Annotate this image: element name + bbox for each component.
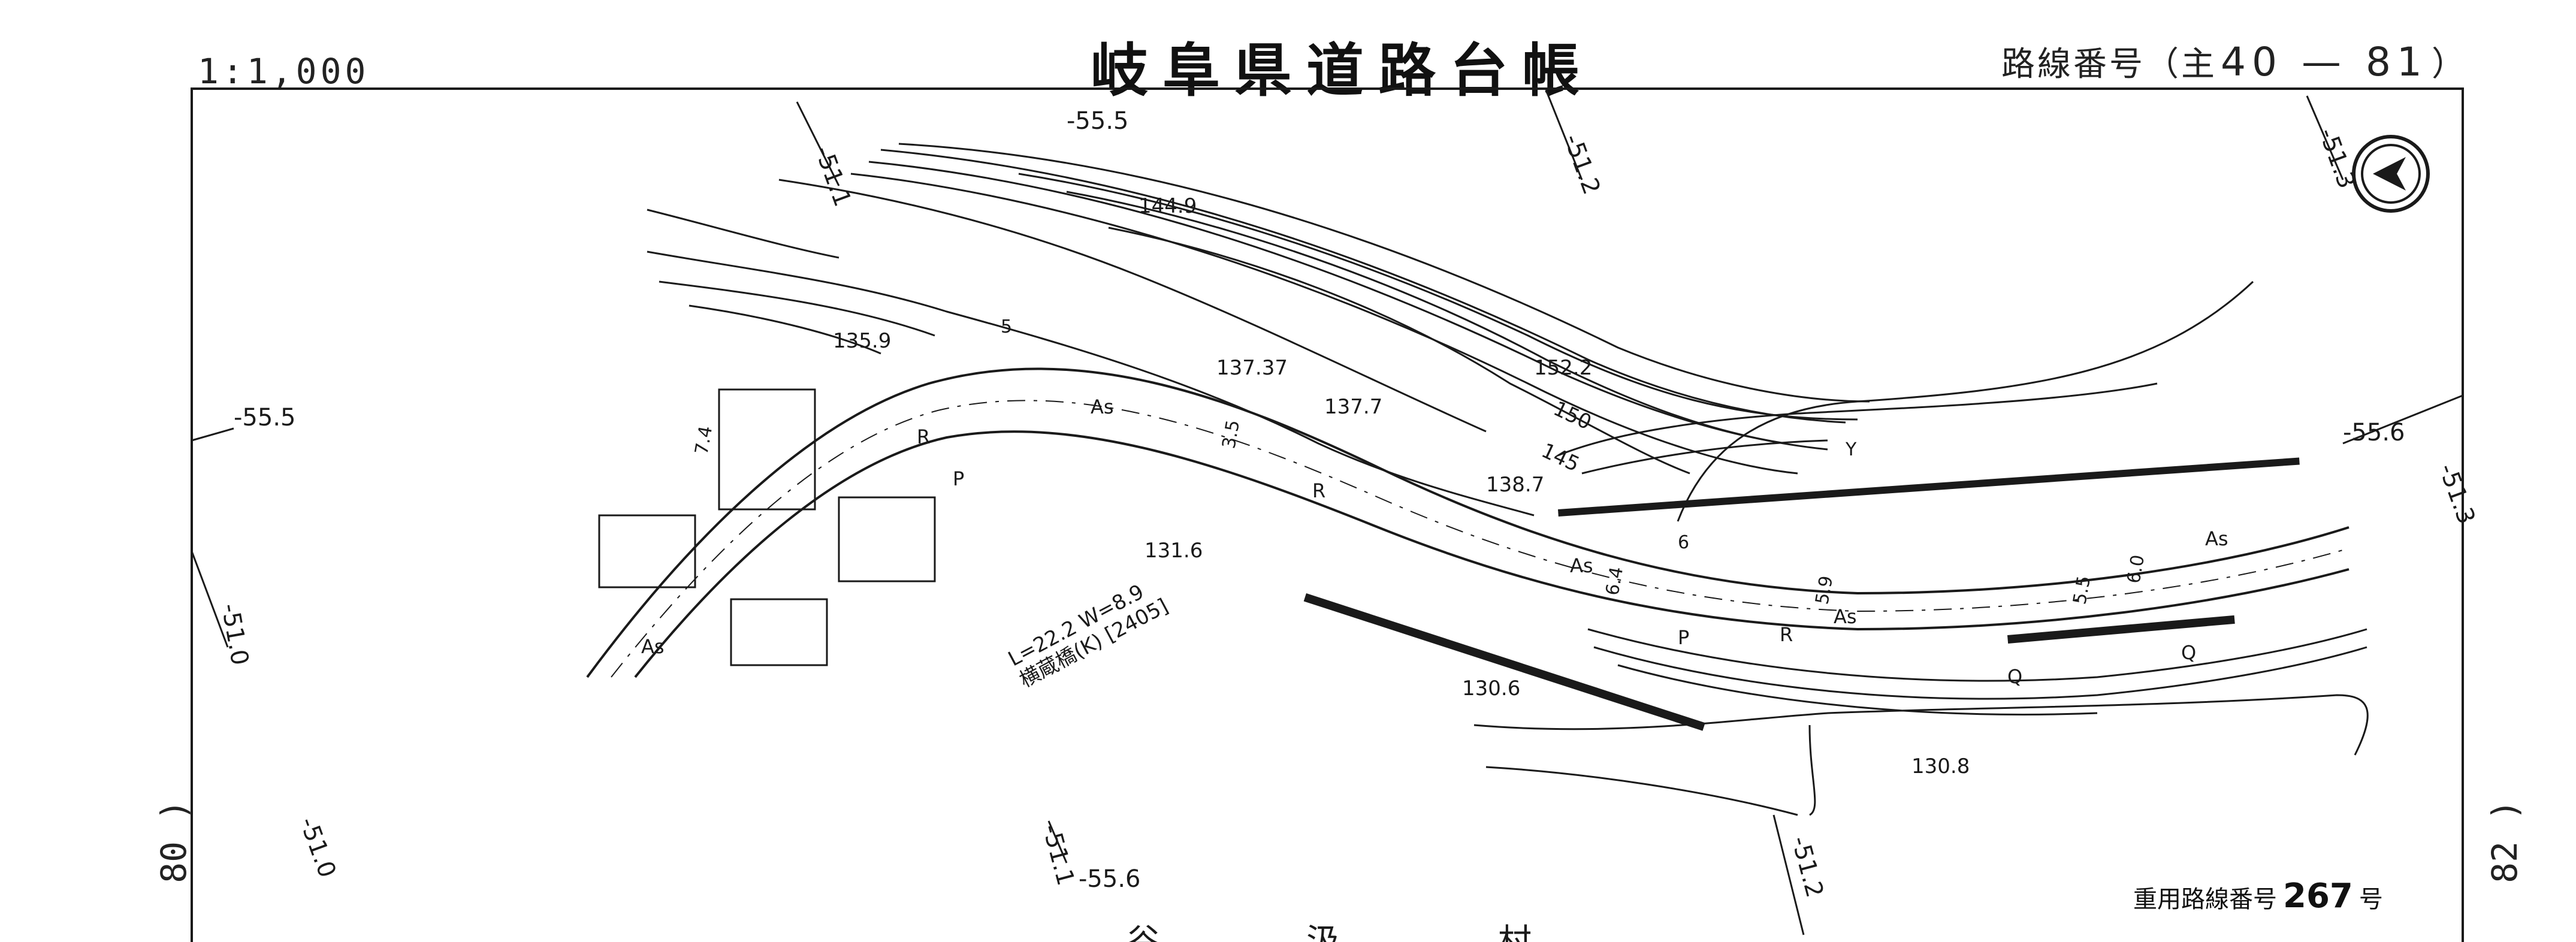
map-frame (191, 87, 2464, 942)
grid-label: -55.5 (234, 404, 296, 431)
contour-lines (647, 143, 2158, 517)
road-label: As (1091, 395, 1114, 418)
elevation: 138.7 (1486, 473, 1544, 497)
elevation: 137.37 (1216, 356, 1288, 380)
hatched-structures (598, 388, 2300, 731)
bridge-label: L=22.2 W=8.9 横蔵橋(K) [2405] (1004, 580, 1172, 693)
road-label: As (1570, 554, 1593, 577)
grid-label: -51.0 (294, 814, 342, 881)
road-label: Q (2007, 665, 2022, 688)
mark: 5.9 (1811, 574, 1837, 606)
map-title: 岐阜県道路台帳 (1091, 37, 1594, 104)
road-label: R (917, 425, 930, 448)
elevation: 152.2 (1534, 356, 1592, 380)
mark-layer: 5 6 6.4 3.5 5.9 6.0 5.5 7.4 Y (691, 316, 2149, 606)
road-label: R (1312, 479, 1325, 502)
main-road (586, 367, 2349, 678)
municipality-char: 谷 (1127, 922, 1160, 942)
mark: 5 (1001, 316, 1012, 337)
mark: 3.5 (1218, 418, 1244, 450)
mark: 7.4 (691, 424, 717, 456)
road-label-layer: As As As As As R R R P P Q Q (641, 395, 2228, 688)
road-label: As (641, 635, 665, 658)
mark: 5.5 (2069, 574, 2095, 606)
grid-label: -51.3 (2433, 460, 2481, 528)
mark: 6.0 (2123, 553, 2149, 585)
municipality-label: 谷 汲 村 (1127, 922, 1532, 942)
grid-label: -55.6 (2343, 419, 2405, 446)
grid-label: -51.0 (216, 602, 253, 668)
overlap-route-value: 267 (2283, 877, 2353, 916)
elevation: 130.6 (1462, 677, 1520, 701)
road-label: P (953, 467, 964, 490)
mark: Y (1845, 439, 1857, 460)
elevation: 137.7 (1324, 395, 1382, 419)
elevation: 145 (1538, 439, 1583, 477)
route-prefix: 路線番号（主 (2001, 45, 2217, 84)
grid-label: -55.6 (1079, 865, 1141, 893)
route-number: 路線番号（主40 — 81） (2001, 37, 2468, 86)
elevation: 130.8 (1911, 754, 1970, 778)
route-number-value: 40 — 81 (2221, 39, 2428, 85)
municipality-char: 汲 (1306, 922, 1340, 942)
elevation: 144.9 (1138, 194, 1197, 218)
grid-ticks (191, 89, 2463, 935)
overlap-route-suffix: 号 (2358, 886, 2383, 913)
road-label: Q (2181, 641, 2196, 664)
overlap-route-prefix: 重用路線番号 (2133, 886, 2277, 913)
elevation: 135.9 (833, 329, 891, 353)
mark: 6.4 (1602, 565, 1627, 597)
mark: 6 (1678, 532, 1689, 553)
grid-label: -51.1 (810, 143, 857, 210)
municipality-char: 村 (1498, 922, 1532, 942)
road-label: R (1780, 623, 1793, 646)
road-label: As (2205, 527, 2228, 550)
grid-label: -55.5 (1067, 107, 1129, 135)
grid-label-layer: -55.5 -55.5 -55.6 -55.6 -51.1 -51.2 -51.… (216, 107, 2480, 901)
north-arrow-icon (2352, 135, 2430, 213)
route-suffix: ） (2431, 45, 2468, 84)
river-lines (1473, 628, 2369, 816)
grid-label: -51.2 (1559, 131, 1606, 198)
grid-label: -51.1 (1037, 822, 1079, 889)
road-label: As (1834, 605, 1857, 628)
road-label: P (1678, 626, 1689, 649)
elevation-layer: 144.9 135.9 137.37 137.7 152.2 150 145 1… (833, 194, 1970, 778)
field-boundary (1677, 280, 2254, 522)
grid-label: -51.3 (2314, 125, 2361, 192)
map-scale: 1:1,000 (198, 51, 370, 92)
elevation: 131.6 (1144, 539, 1203, 563)
elevation: 150 (1550, 397, 1595, 435)
